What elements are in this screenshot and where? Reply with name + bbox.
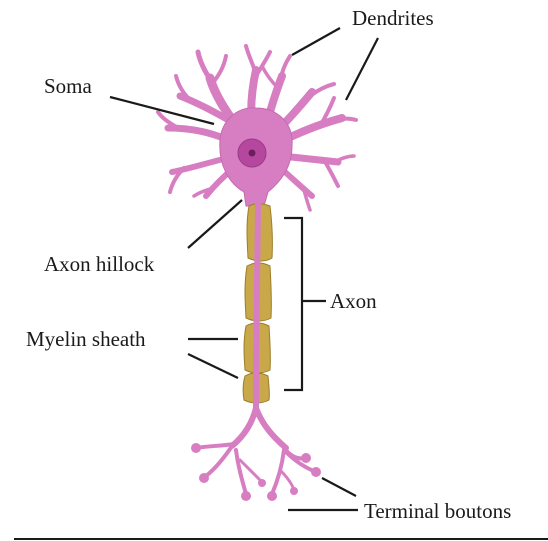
label-myelin-sheath: Myelin sheath [26,327,146,351]
labels: Dendrites Soma Axon hillock Axon Myelin … [26,6,511,523]
label-axon: Axon [330,289,377,313]
axon-hillock-leader [188,200,242,248]
dendrites-leader-1 [292,28,340,55]
axon-terminals [196,408,316,494]
label-axon-hillock: Axon hillock [44,252,155,276]
label-soma: Soma [44,74,93,98]
axon-shaft [243,204,272,410]
nucleolus [249,150,256,157]
dendrites-leader-2 [346,38,378,100]
axon-bracket [284,218,302,390]
soma [220,108,292,206]
label-dendrites: Dendrites [352,6,434,30]
terminal-boutons-leader-1 [322,478,356,496]
myelin-sheath-leader-2 [188,354,238,378]
label-terminal-boutons: Terminal boutons [364,499,511,523]
